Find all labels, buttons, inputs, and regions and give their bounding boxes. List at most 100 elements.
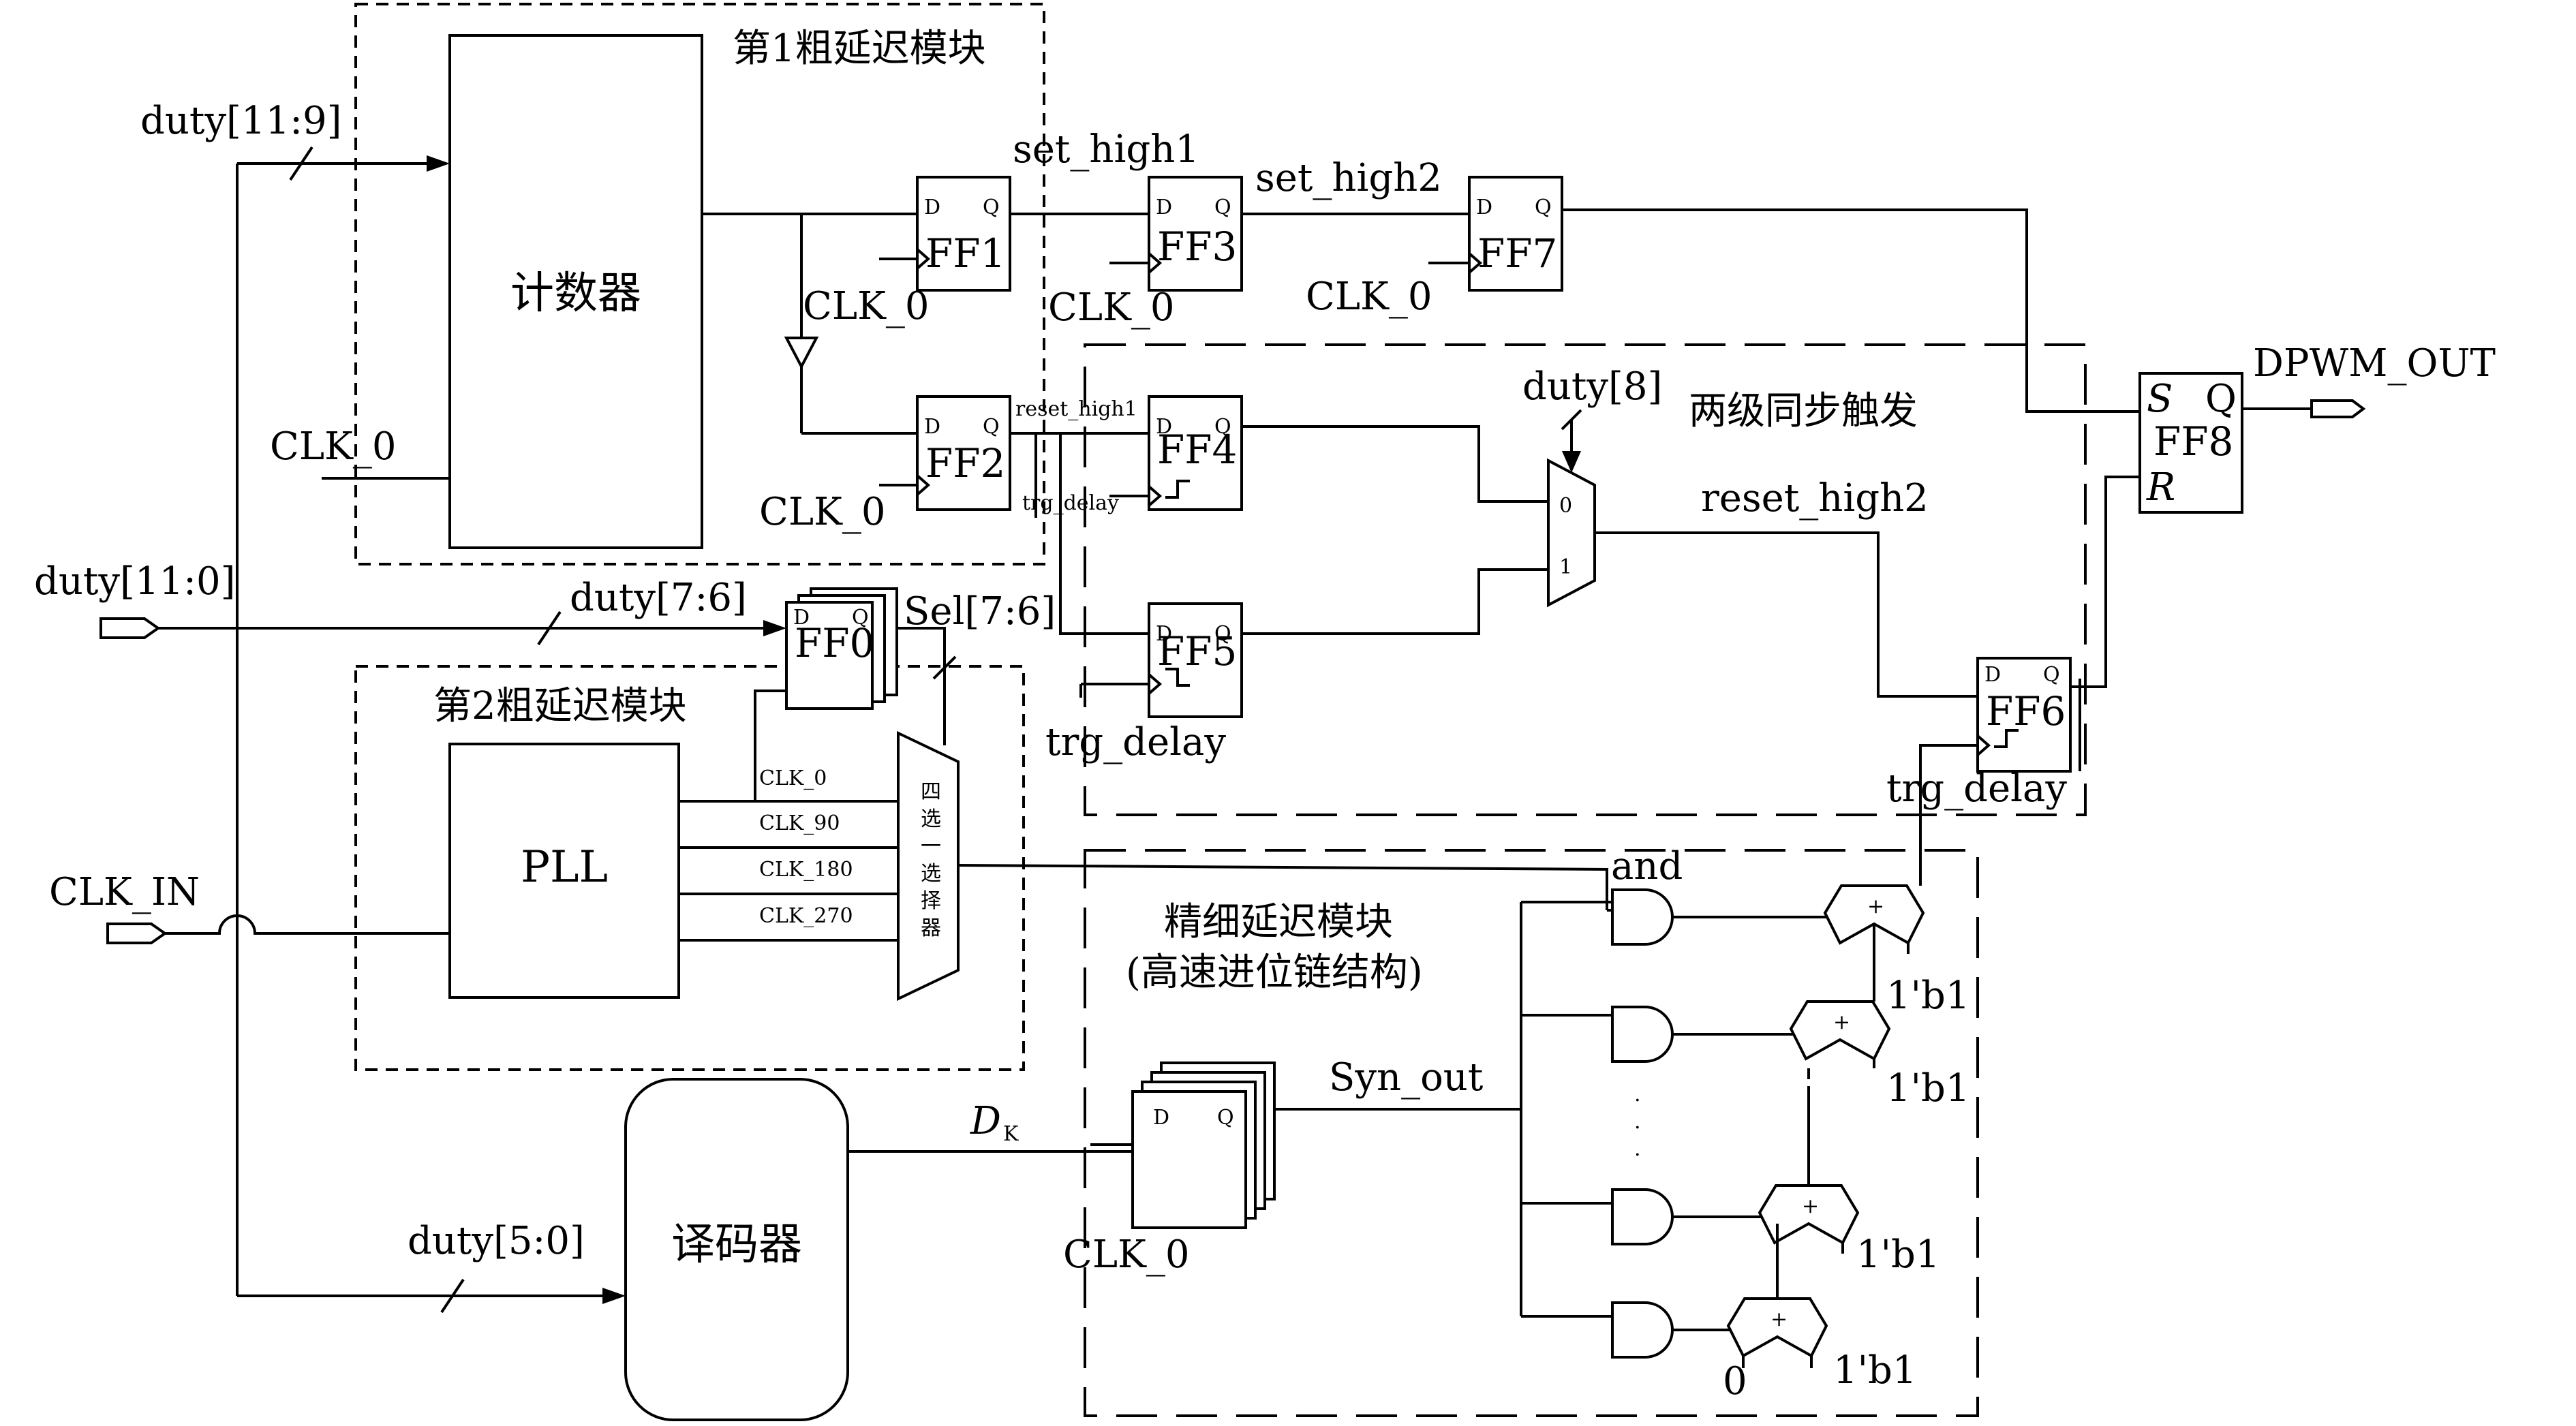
mux-input-0-label: 0 (1559, 494, 1572, 518)
ff6-body (1976, 657, 2072, 773)
set-high2-label: set_high2 (1255, 156, 1442, 200)
fine-delay-dff-array: D Q (1131, 1061, 1276, 1229)
four-to-one-mux (897, 730, 960, 1002)
trg-delay-ff6-label: trg_delay (1886, 766, 2067, 811)
zero-label: 0 (1723, 1359, 1747, 1404)
clk0-ff2-label: CLK_0 (759, 490, 886, 534)
clk0-ff3-label: CLK_0 (1048, 285, 1175, 330)
svg-text:+: + (1770, 1307, 1788, 1331)
svg-text:D: D (924, 196, 940, 219)
ff2-label: FF2 (925, 440, 1005, 486)
svg-text:四: 四 (921, 780, 941, 804)
svg-text:D: D (1156, 622, 1172, 646)
two-stage-sync-title: 两级同步触发 (1689, 389, 1918, 433)
fine-dff-body (1131, 1090, 1247, 1229)
ff2: D Q FF2 (916, 395, 1011, 511)
svg-text:D: D (793, 606, 810, 630)
svg-text:Q: Q (1214, 415, 1231, 439)
ff1: D Q FF1 (916, 176, 1011, 292)
coarse-delay-2-title: 第2粗延迟模块 (433, 684, 687, 728)
svg-text:D: D (1476, 196, 1492, 219)
trg-delay-ff5-label: trg_delay (1045, 720, 1226, 764)
ff6: D Q FF6 (1976, 657, 2072, 773)
dk-label: D (970, 1099, 1001, 1143)
ff1-label: FF1 (925, 230, 1005, 277)
one-b1-label-3: 1'b1 (1856, 1233, 1940, 1277)
svg-text:+: + (1867, 895, 1884, 918)
coarse-delay-1-region (354, 3, 1045, 565)
inverter (784, 337, 819, 370)
ff7-body (1468, 176, 1563, 292)
pll-label: PLL (521, 842, 608, 893)
four-to-one-mux-label: 四 选 一 选 择 器 (921, 780, 941, 940)
ff4: D Q FF4 (1148, 395, 1243, 511)
clk0-fine-label: CLK_0 (1063, 1233, 1190, 1277)
one-b1-label-2: 1'b1 (1886, 1066, 1970, 1111)
svg-text:D: D (1153, 1106, 1169, 1130)
ff3: D Q FF3 (1148, 176, 1243, 292)
svg-text:器: 器 (921, 916, 941, 940)
ff1-body (916, 176, 1011, 292)
mux-input-1-label: 1 (1559, 555, 1572, 579)
sel-7-6-label: Sel[7:6] (904, 589, 1056, 634)
svg-text:D: D (924, 415, 940, 439)
ff8-body (2138, 372, 2243, 514)
svg-text:Q: Q (2205, 377, 2237, 421)
reset-high1-label: reset_high1 (1015, 397, 1137, 421)
dpwm-out-label: DPWM_OUT (2253, 341, 2496, 386)
adder-1: + (1823, 884, 1925, 954)
svg-text:一: 一 (921, 835, 941, 858)
duty-7-6-label: duty[7:6] (570, 576, 747, 620)
set-high1-label: set_high1 (1013, 127, 1199, 172)
and-gate-1 (1611, 888, 1852, 946)
clk-in-label: CLK_IN (49, 870, 200, 914)
one-b1-label-1: 1'b1 (1886, 974, 1970, 1018)
adder-2: + (1789, 1000, 1891, 1068)
svg-text:择: 择 (921, 889, 941, 913)
svg-text:Q: Q (1535, 196, 1552, 219)
ff5-body (1148, 602, 1243, 718)
one-b1-label-4: 1'b1 (1833, 1348, 1917, 1393)
ff4-body (1148, 395, 1243, 511)
svg-text:D: D (1156, 196, 1172, 219)
fine-delay-subtitle: (高速进位链结构) (1126, 950, 1423, 995)
ff6-label: FF6 (1986, 688, 2066, 734)
counter-label: 计数器 (510, 268, 641, 319)
duty-11-9-label: duty[11:9] (140, 99, 342, 143)
ff8-label: FF8 (2153, 418, 2233, 465)
duty-11-0-label: duty[11:0] (34, 559, 236, 604)
svg-text:.: . (1634, 1083, 1641, 1106)
svg-text:+: + (1833, 1010, 1850, 1034)
ff0: D Q FF0 (785, 587, 898, 710)
fine-delay-region (1084, 849, 1979, 1417)
syn-out-label: Syn_out (1329, 1055, 1484, 1100)
svg-text:.: . (1634, 1110, 1641, 1134)
ff3-body (1148, 176, 1243, 292)
decoder-label: 译码器 (671, 1220, 802, 1270)
svg-text:选: 选 (921, 807, 941, 831)
svg-text:Q: Q (1217, 1106, 1234, 1130)
clk0-ff7-label: CLK_0 (1306, 275, 1432, 319)
svg-text:+: + (1802, 1194, 1819, 1218)
svg-text:选: 选 (921, 862, 941, 886)
coarse-delay-1-title: 第1粗延迟模块 (733, 27, 986, 71)
decoder-block (624, 1078, 849, 1421)
svg-text:D: D (1984, 663, 2001, 687)
and-gate-3 (1611, 1188, 1780, 1245)
ff0-body (785, 601, 874, 710)
and-gate-2 (1611, 1006, 1814, 1063)
duty-8-label: duty[8] (1522, 365, 1662, 409)
svg-text:S: S (2147, 377, 2173, 421)
clk0-pll-label: CLK_0 (759, 766, 827, 790)
dk-subscript: K (1003, 1122, 1019, 1146)
clk180-label: CLK_180 (759, 858, 853, 882)
fine-delay-title: 精细延迟模块 (1164, 900, 1393, 944)
ff8: S Q FF8 R (2138, 372, 2243, 514)
svg-text:Q: Q (983, 415, 1000, 439)
svg-text:Q: Q (1214, 622, 1231, 646)
svg-text:Q: Q (2043, 663, 2060, 687)
ff7-label: FF7 (1477, 230, 1557, 277)
ff4-label: FF4 (1157, 427, 1237, 473)
svg-text:R: R (2146, 465, 2175, 510)
